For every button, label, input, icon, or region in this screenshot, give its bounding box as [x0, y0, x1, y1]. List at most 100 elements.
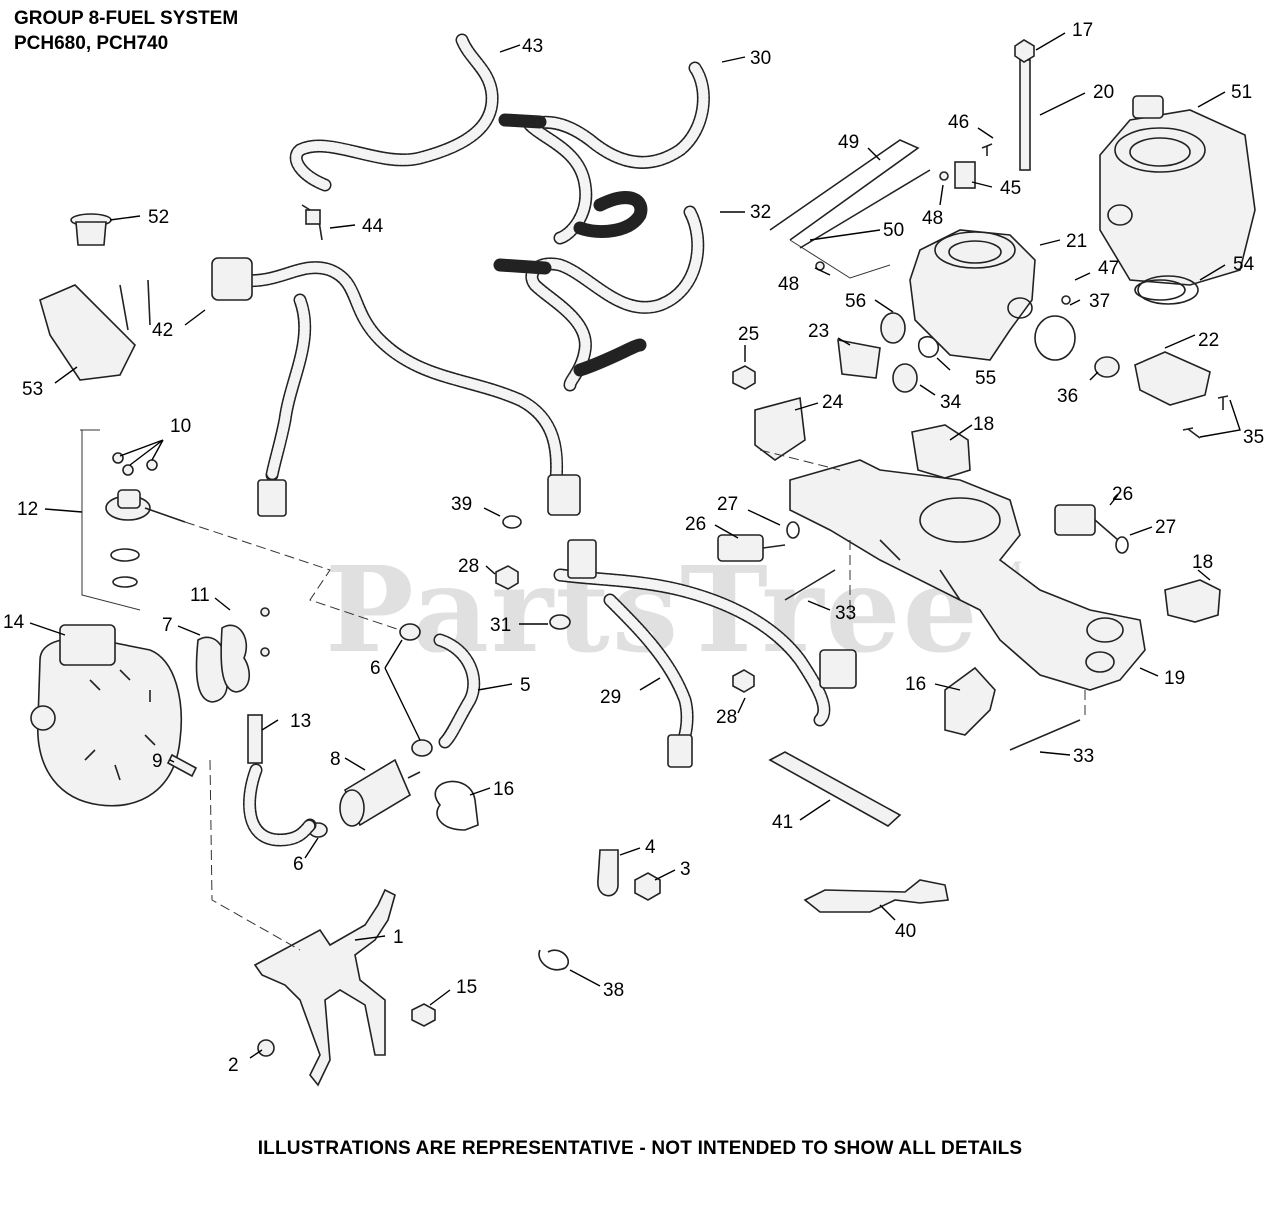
callout-33a: 33 — [835, 603, 856, 624]
fitting-13 — [243, 714, 317, 847]
sensor-24 — [754, 396, 806, 461]
callout-39: 39 — [451, 494, 472, 515]
callout-3: 3 — [680, 859, 691, 880]
screw-10a — [112, 452, 124, 464]
callout-25: 25 — [738, 324, 759, 345]
clip-55 — [917, 335, 940, 358]
tube-41 — [768, 751, 902, 827]
callout-6a: 6 — [370, 658, 381, 679]
callout-4: 4 — [645, 837, 656, 858]
callout-26a: 26 — [685, 514, 706, 535]
hose-30 — [498, 61, 710, 245]
callout-18b: 18 — [1192, 552, 1213, 573]
clamp-6a — [399, 623, 421, 641]
sensor-22 — [1134, 351, 1211, 406]
callout-31: 31 — [490, 615, 511, 636]
callout-2: 2 — [228, 1055, 239, 1076]
callout-18a: 18 — [973, 414, 994, 435]
hose-5 — [433, 633, 481, 749]
bolt-2 — [257, 1039, 275, 1057]
callout-37: 37 — [1089, 291, 1110, 312]
callout-26b: 26 — [1112, 484, 1133, 505]
ring-54-inner — [1134, 279, 1186, 301]
fuel-filter-8 — [339, 758, 421, 827]
plate-49 — [769, 139, 920, 241]
callout-38: 38 — [603, 980, 624, 1001]
stud-9 — [166, 753, 198, 778]
callout-35: 35 — [1243, 427, 1264, 448]
fuel-pump-14 — [30, 624, 183, 807]
rod-20 — [1019, 59, 1031, 171]
callout-27a: 27 — [717, 494, 738, 515]
model-numbers: PCH680, PCH740 — [14, 33, 169, 54]
ring-54 — [1137, 275, 1199, 305]
hose-42 — [211, 257, 581, 517]
hose-43 — [289, 33, 499, 192]
callout-48b: 48 — [778, 274, 799, 295]
injector-26b — [1054, 504, 1119, 541]
clamp-31 — [549, 614, 571, 630]
callout-56: 56 — [845, 291, 866, 312]
callout-19: 19 — [1164, 668, 1185, 689]
callout-48a: 48 — [922, 208, 943, 229]
air-cleaner-51 — [1099, 95, 1256, 286]
sensor-23 — [837, 339, 881, 379]
washer-39 — [502, 515, 522, 529]
callout-20: 20 — [1093, 82, 1114, 103]
callout-34: 34 — [940, 392, 962, 413]
plate-40 — [803, 879, 949, 913]
callout-16a: 16 — [493, 779, 514, 800]
screw-11a — [260, 607, 270, 617]
pin-48b — [939, 171, 949, 181]
nut-17 — [1014, 39, 1035, 63]
gasket-11 — [220, 624, 251, 693]
callout-13: 13 — [290, 711, 311, 732]
callout-7: 7 — [162, 615, 173, 636]
bolt-28a — [495, 565, 519, 590]
callout-52: 52 — [148, 207, 169, 228]
callout-40: 40 — [895, 921, 916, 942]
hose-32 — [493, 205, 705, 392]
bracket-1 — [253, 888, 396, 1087]
bolt-25 — [732, 365, 756, 390]
callout-5: 5 — [520, 675, 531, 696]
screw-10b — [122, 464, 134, 476]
callout-44: 44 — [362, 216, 384, 237]
callout-23: 23 — [808, 321, 829, 342]
screw-46 — [981, 143, 993, 156]
oring-37 — [1034, 315, 1076, 361]
callout-42: 42 — [152, 320, 173, 341]
clamp-6b — [411, 739, 433, 757]
callout-27b: 27 — [1155, 517, 1176, 538]
injector-26a — [717, 534, 786, 562]
nut-15 — [411, 1003, 436, 1027]
callout-21: 21 — [1066, 231, 1087, 252]
callout-16b: 16 — [905, 674, 926, 695]
callout-6b: 6 — [293, 854, 304, 875]
diagram-title: GROUP 8-FUEL SYSTEM — [14, 8, 239, 29]
watermark: PartsTreeTM — [325, 540, 1022, 679]
hose-29 — [553, 539, 857, 768]
screw-10c — [146, 459, 158, 471]
bolt-28b — [732, 669, 755, 693]
callout-labels: 43 30 17 20 51 46 49 45 48 32 44 52 50 2… — [3, 20, 1264, 1076]
connector-36 — [1094, 356, 1120, 378]
callout-1: 1 — [393, 927, 404, 948]
callout-14: 14 — [3, 612, 25, 633]
clip-4 — [597, 849, 619, 897]
clamp-38 — [538, 949, 570, 971]
callout-54: 54 — [1233, 254, 1255, 275]
callout-49: 49 — [838, 132, 859, 153]
part-drawings — [30, 33, 1256, 1087]
gasket-7 — [195, 636, 228, 703]
callout-11: 11 — [190, 585, 210, 606]
footer-disclaimer: ILLUSTRATIONS ARE REPRESENTATIVE - NOT I… — [257, 1138, 1023, 1159]
oring-27b — [1115, 536, 1129, 554]
assembly-12 — [80, 429, 401, 631]
callout-22: 22 — [1198, 330, 1219, 351]
callout-45: 45 — [1000, 178, 1021, 199]
callout-15: 15 — [456, 977, 477, 998]
oring-27a — [786, 521, 800, 539]
cover-16b — [944, 666, 996, 736]
